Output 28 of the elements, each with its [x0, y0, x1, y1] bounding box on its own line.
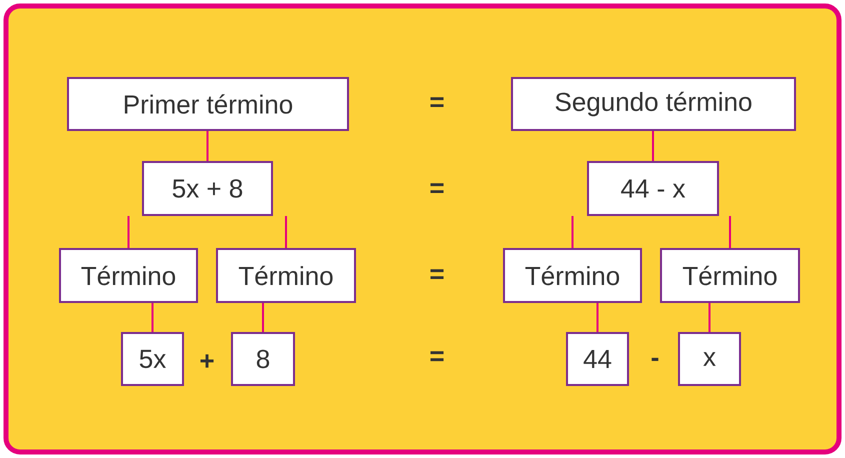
operator-sign: =	[430, 269, 444, 280]
term-box: 44 - x	[587, 161, 719, 216]
term-box: 44	[566, 332, 629, 386]
operator-sign: =	[430, 351, 444, 362]
term-box: 5x + 8	[142, 161, 273, 216]
term-box: 8	[231, 332, 295, 386]
operator-sign: =	[430, 183, 444, 194]
term-box: Término	[216, 248, 356, 303]
term-box: Primer término	[67, 77, 349, 131]
connector-line	[206, 131, 208, 161]
connector-line	[152, 303, 154, 332]
connector-line	[128, 216, 130, 248]
connector-line	[652, 131, 654, 161]
term-box: Término	[59, 248, 198, 303]
connector-line	[285, 216, 287, 248]
connector-line	[596, 303, 598, 332]
term-box: Término	[660, 248, 800, 303]
operator-sign: =	[430, 97, 444, 108]
term-box: 5x	[121, 332, 184, 386]
connector-line	[572, 216, 574, 248]
operator-sign: +	[200, 354, 214, 368]
connector-line	[708, 303, 710, 332]
operator-sign: -	[652, 358, 658, 361]
term-box: Segundo término	[511, 77, 796, 131]
term-box: x	[678, 332, 741, 386]
term-box: Término	[503, 248, 642, 303]
connector-line	[729, 216, 731, 248]
connector-line	[262, 303, 264, 332]
